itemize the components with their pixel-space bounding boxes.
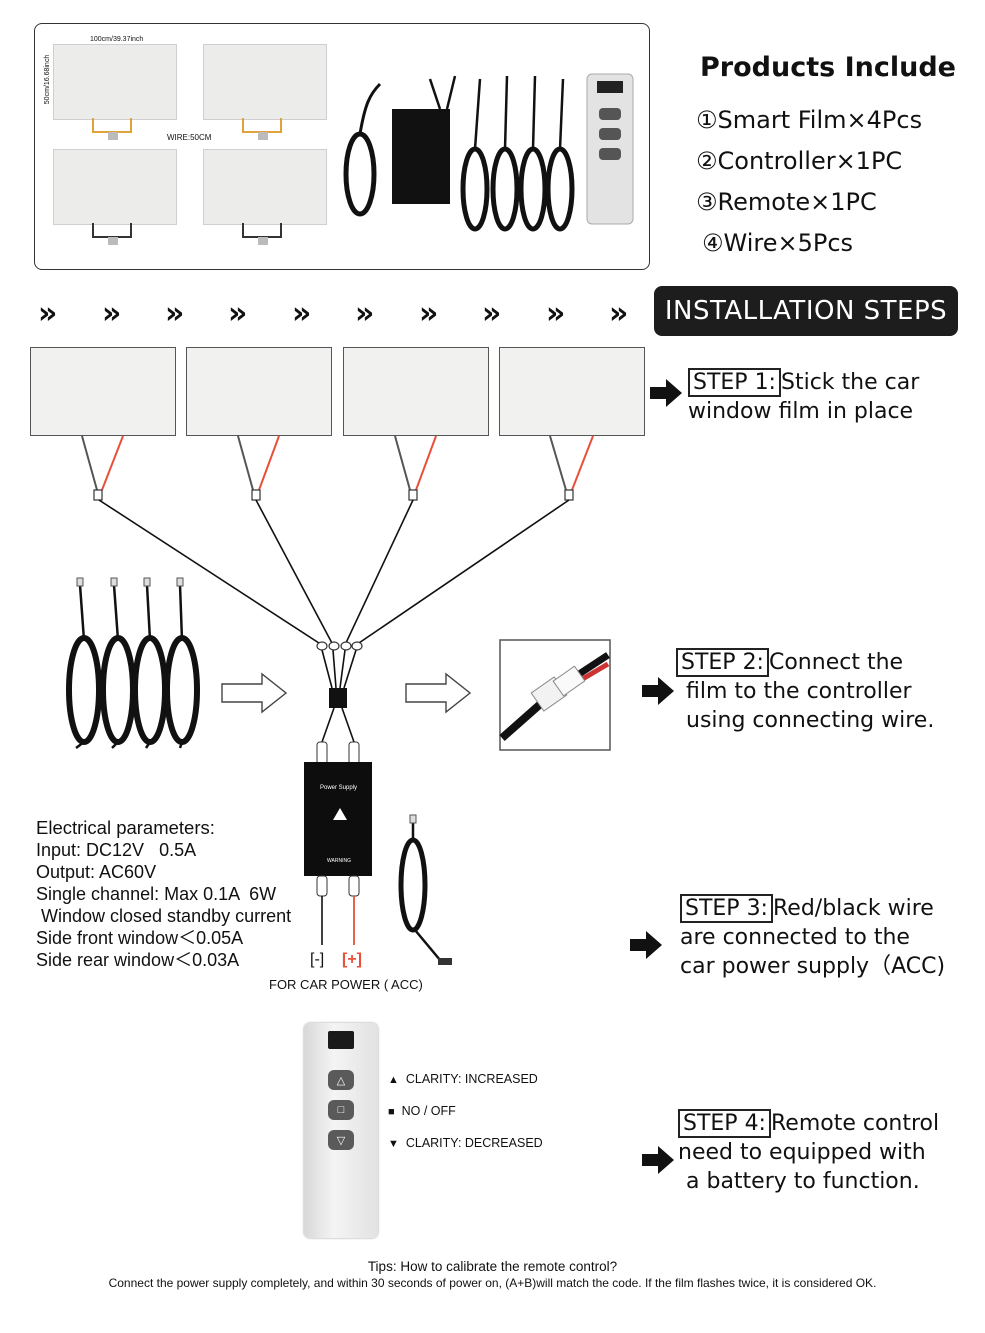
step-line: Remote control — [770, 1111, 940, 1136]
clarity-decrease-button: ▽ — [328, 1130, 354, 1150]
triangle-up-icon: ▲ — [388, 1074, 399, 1086]
product-item: ④Wire×5Pcs — [702, 229, 854, 257]
step-2-text: STEP 2:Connect the film to the controlle… — [676, 648, 934, 735]
step-line: Stick the car — [780, 370, 920, 395]
step-label: STEP 1: — [688, 368, 781, 397]
film-thumbnail — [203, 44, 327, 120]
film-panel — [499, 347, 645, 436]
step-line: Connect the — [768, 650, 904, 675]
step-3-text: STEP 3:Red/black wire are connected to t… — [680, 894, 945, 981]
wire-length-label: WIRE:50CM — [167, 133, 212, 142]
step-line: are connected to the — [680, 925, 910, 950]
step-label: STEP 4: — [678, 1109, 771, 1138]
step-label: STEP 2: — [676, 648, 769, 677]
power-plus-label: [+] — [342, 951, 362, 968]
film-panel — [186, 347, 332, 436]
electrical-parameters: Electrical parameters: Input: DC12V 0.5A… — [36, 817, 291, 971]
step-line: car power supply（ACC) — [680, 954, 946, 979]
remote-legend-row: ▼ CLARITY: DECREASED — [388, 1136, 543, 1150]
legend-text: CLARITY: INCREASED — [405, 1072, 538, 1086]
chevron-icon: » — [482, 296, 502, 331]
products-title: Products Include — [700, 52, 956, 83]
step-line: Red/black wire — [772, 896, 934, 921]
chevron-icon: » — [102, 296, 122, 331]
triangle-down-icon: ▼ — [388, 1138, 399, 1150]
chevron-icon: » — [228, 296, 248, 331]
tips-title: Tips: How to calibrate the remote contro… — [367, 1259, 618, 1274]
step-line: window film in place — [688, 399, 914, 424]
film-panel — [343, 347, 489, 436]
chevron-icon: » — [165, 296, 185, 331]
electrical-line: Side rear window＜0.03A — [36, 950, 240, 970]
step-4-text: STEP 4:Remote control need to equipped w… — [678, 1109, 939, 1196]
step-line: a battery to function. — [686, 1169, 920, 1194]
chevron-icon: » — [38, 296, 58, 331]
electrical-line: Side front window＜0.05A — [36, 928, 244, 948]
power-toggle-button: □ — [328, 1100, 354, 1120]
step-line: using connecting wire. — [686, 708, 935, 733]
electrical-line: Output: AC60V — [36, 862, 157, 882]
chevron-icon: » — [546, 296, 566, 331]
remote-control: △ □ ▽ — [304, 1023, 378, 1238]
power-supply-label: Power Supply — [320, 785, 358, 791]
film-thumbnail — [53, 149, 177, 225]
clarity-increase-button: △ — [328, 1070, 354, 1090]
dimension-width-label: 100cm/39.37inch — [90, 36, 144, 43]
product-item: ②Controller×1PC — [696, 147, 903, 175]
film-thumbnail — [203, 149, 327, 225]
remote-display — [328, 1031, 354, 1049]
chevron-icon: » — [292, 296, 312, 331]
film-panel — [30, 347, 176, 436]
electrical-title: Electrical parameters: — [36, 817, 215, 838]
remote-legend-row: ■ NO / OFF — [388, 1104, 456, 1118]
wiring-diagram — [66, 379, 682, 965]
step-line: film to the controller — [686, 679, 912, 704]
product-item: ①Smart Film×4Pcs — [696, 106, 923, 134]
step-1-text: STEP 1:Stick the car window film in plac… — [688, 368, 919, 426]
step-line: need to equipped with — [678, 1140, 926, 1165]
products-image-box: 100cm/39.37inch 50cm/16.68inch WIRE:50CM — [34, 23, 650, 270]
power-warning-label: WARNING — [327, 858, 351, 864]
legend-text: NO / OFF — [401, 1104, 456, 1118]
step-label: STEP 3: — [680, 894, 773, 923]
step-4-arrow-icon — [642, 1146, 674, 1174]
tips-body: Connect the power supply completely, and… — [108, 1276, 877, 1290]
chevron-icon: » — [609, 296, 629, 331]
electrical-line: Single channel: Max 0.1A 6W — [36, 884, 277, 904]
products-wires-drawing — [92, 73, 634, 245]
square-icon: ■ — [388, 1106, 395, 1118]
car-power-label: FOR CAR POWER ( ACC) — [269, 977, 423, 992]
installation-steps-banner: INSTALLATION STEPS — [654, 286, 958, 336]
chevron-icon: » — [419, 296, 439, 331]
remote-legend-row: ▲ CLARITY: INCREASED — [388, 1072, 538, 1086]
film-thumbnail — [53, 44, 177, 120]
legend-text: CLARITY: DECREASED — [405, 1136, 543, 1150]
power-minus-label: [-] — [310, 951, 325, 968]
electrical-line: Input: DC12V 0.5A — [36, 840, 197, 860]
product-item: ③Remote×1PC — [696, 188, 877, 216]
electrical-line: Window closed standby current — [36, 906, 292, 926]
chevron-icon: » — [355, 296, 375, 331]
